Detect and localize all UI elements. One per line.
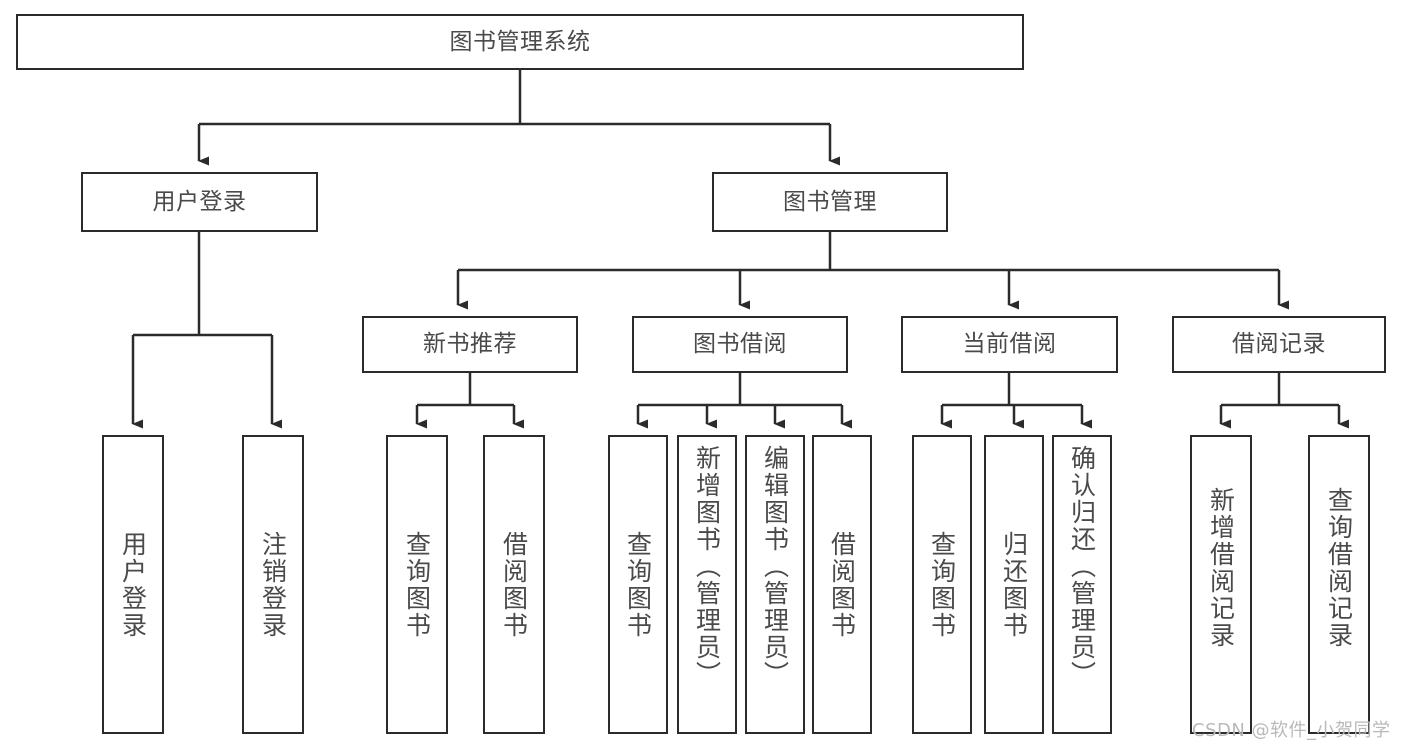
node-book-borrow-label: 图书借阅 (693, 331, 787, 358)
leaf-borrow-book[interactable]: 借阅图书 (812, 435, 872, 734)
leaf-confirm-return-admin[interactable]: 确认归还（管理员） (1052, 435, 1112, 734)
leaf-borrow-book-recommend-label: 借阅图书 (499, 531, 529, 639)
node-book-management-label: 图书管理 (783, 188, 877, 215)
leaf-add-book-admin-label: 新增图书（管理员） (692, 445, 722, 688)
node-user-login[interactable]: 用户登录 (81, 172, 318, 232)
node-root-label: 图书管理系统 (449, 28, 591, 55)
leaf-confirm-return-admin-label: 确认归还（管理员） (1067, 445, 1097, 688)
watermark: CSDN @软件_小贺同学 (1192, 720, 1391, 741)
leaf-edit-book-admin-label: 编辑图书（管理员） (760, 445, 790, 688)
leaf-query-book-current[interactable]: 查询图书 (912, 435, 972, 734)
leaf-query-borrow-record[interactable]: 查询借阅记录 (1308, 435, 1370, 734)
leaf-query-book-recommend[interactable]: 查询图书 (386, 435, 448, 734)
leaf-return-book-label: 归还图书 (999, 531, 1029, 639)
node-current-borrow-label: 当前借阅 (962, 331, 1057, 358)
node-root[interactable]: 图书管理系统 (16, 14, 1024, 70)
leaf-borrow-book-label: 借阅图书 (827, 531, 857, 639)
node-current-borrow[interactable]: 当前借阅 (901, 316, 1118, 373)
node-new-book-recommend[interactable]: 新书推荐 (362, 316, 578, 373)
leaf-query-borrow-record-label: 查询借阅记录 (1324, 487, 1354, 649)
node-user-login-label: 用户登录 (152, 188, 247, 215)
leaf-user-login[interactable]: 用户登录 (102, 435, 164, 734)
leaf-borrow-book-recommend[interactable]: 借阅图书 (483, 435, 545, 734)
leaf-edit-book-admin[interactable]: 编辑图书（管理员） (745, 435, 805, 734)
leaf-add-borrow-record-label: 新增借阅记录 (1206, 487, 1236, 649)
leaf-query-book-borrow-label: 查询图书 (623, 531, 653, 639)
leaf-query-book-recommend-label: 查询图书 (402, 531, 432, 639)
leaf-logout-label: 注销登录 (258, 531, 288, 639)
node-new-book-recommend-label: 新书推荐 (423, 331, 517, 358)
leaf-add-book-admin[interactable]: 新增图书（管理员） (677, 435, 737, 734)
node-borrow-record[interactable]: 借阅记录 (1172, 316, 1386, 373)
leaf-return-book[interactable]: 归还图书 (984, 435, 1044, 734)
leaf-query-book-borrow[interactable]: 查询图书 (608, 435, 668, 734)
leaf-logout[interactable]: 注销登录 (242, 435, 304, 734)
node-book-borrow[interactable]: 图书借阅 (632, 316, 848, 373)
node-book-management[interactable]: 图书管理 (712, 172, 948, 232)
node-borrow-record-label: 借阅记录 (1232, 331, 1326, 358)
leaf-add-borrow-record[interactable]: 新增借阅记录 (1190, 435, 1252, 734)
leaf-query-book-current-label: 查询图书 (927, 531, 957, 639)
leaf-user-login-label: 用户登录 (118, 531, 148, 639)
